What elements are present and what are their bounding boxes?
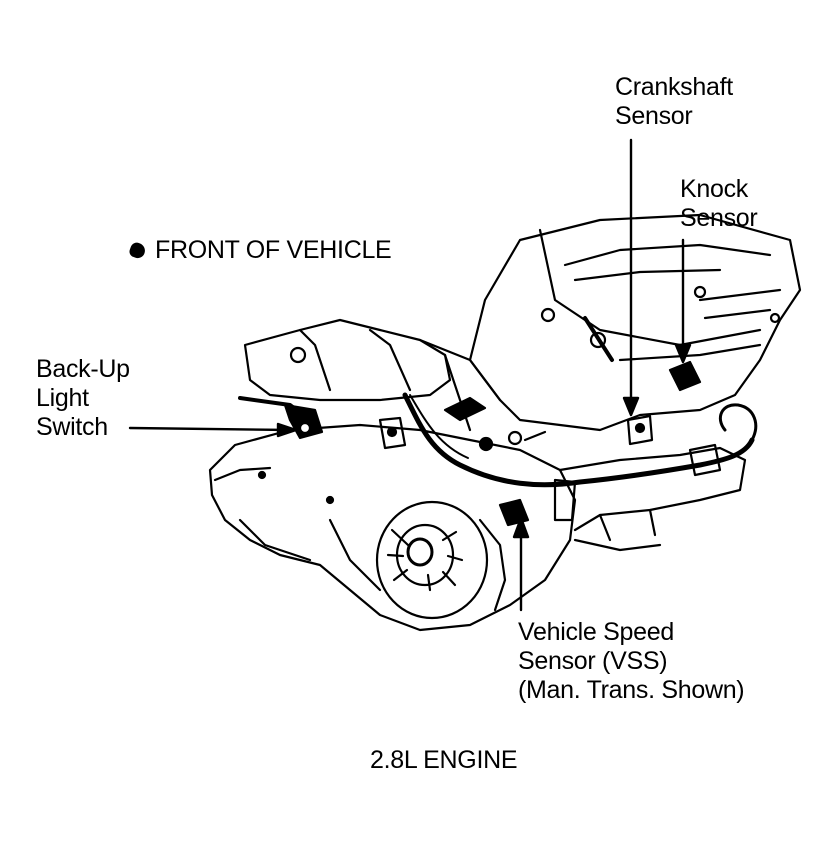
crankshaft-sensor-line-1: Crankshaft xyxy=(615,73,733,101)
vehicle-speed-sensor-label: Vehicle Speed Sensor (VSS) (Man. Trans. … xyxy=(518,618,745,705)
vss-line-2: Sensor (VSS) xyxy=(518,647,668,675)
transmission-tail xyxy=(558,446,747,552)
vss-arrowhead xyxy=(512,516,530,539)
vss-line-1: Vehicle Speed xyxy=(518,618,674,646)
backup-leader xyxy=(128,426,292,432)
crankshaft-sensor-line-2: Sensor xyxy=(615,102,693,130)
backup-switch-detail xyxy=(238,396,324,440)
knock-sensor-line-2: Sensor xyxy=(680,204,758,232)
backup-light-switch-line-1: Back-Up xyxy=(36,355,130,383)
crankshaft-arrowhead xyxy=(622,396,640,417)
backup-light-switch-label: Back-Up Light Switch xyxy=(36,355,130,442)
wiring-harness xyxy=(402,392,758,488)
engine-block xyxy=(468,213,802,432)
crankshaft-sensor-label: Crankshaft Sensor xyxy=(615,73,733,131)
knock-sensor-label: Knock Sensor xyxy=(680,175,758,233)
backup-light-switch-line-3: Switch xyxy=(36,413,108,441)
backup-arrowhead xyxy=(276,422,298,438)
knock-sensor-line-1: Knock xyxy=(680,175,748,203)
engine-caption: 2.8L ENGINE xyxy=(370,746,518,774)
leader-lines xyxy=(128,138,692,612)
knock-arrowhead xyxy=(674,343,692,364)
backup-light-switch-line-2: Light xyxy=(36,384,89,412)
vss-line-3: (Man. Trans. Shown) xyxy=(518,676,745,704)
bell-housing xyxy=(375,500,507,620)
bracket-housing xyxy=(243,318,502,432)
front-of-vehicle-legend: FRONT OF VEHICLE xyxy=(127,236,392,265)
front-marker-icon xyxy=(127,240,148,261)
front-of-vehicle-text: FRONT OF VEHICLE xyxy=(155,236,392,264)
